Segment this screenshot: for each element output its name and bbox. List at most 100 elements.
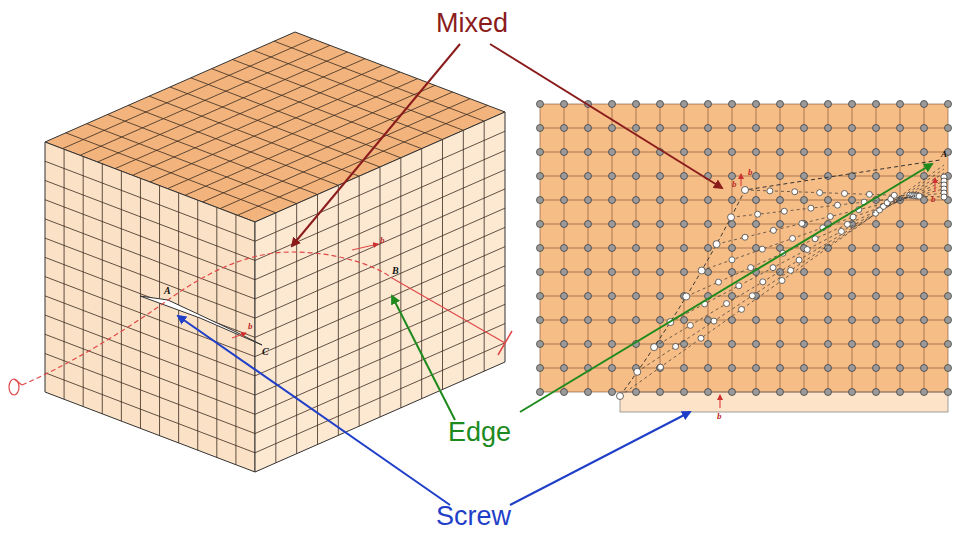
atom [873, 389, 880, 396]
atom [729, 365, 736, 372]
atom [657, 221, 664, 228]
atom [585, 341, 592, 348]
atom [585, 293, 592, 300]
atom [801, 293, 808, 300]
displaced-atom [792, 189, 798, 195]
atom [777, 269, 784, 276]
atom [537, 149, 544, 156]
atom [921, 269, 928, 276]
dislocation-line [702, 185, 944, 271]
atom [657, 197, 664, 204]
atom [753, 389, 760, 396]
atom [609, 197, 616, 204]
atom [729, 269, 736, 276]
atom [561, 269, 568, 276]
dislocation-line [670, 177, 944, 322]
atom [657, 317, 664, 324]
atom [681, 317, 688, 324]
atom [825, 317, 832, 324]
lattice-line [540, 104, 948, 392]
atom [657, 269, 664, 276]
atom [873, 173, 880, 180]
atom [897, 293, 904, 300]
lattice-line [45, 149, 255, 464]
atom [657, 293, 664, 300]
atom [681, 149, 688, 156]
atom [921, 173, 928, 180]
displaced-atom [698, 335, 704, 341]
atom [633, 293, 640, 300]
atom [633, 269, 640, 276]
callout-label: Mixed [436, 10, 508, 37]
atom [537, 125, 544, 132]
atom [609, 317, 616, 324]
atom [897, 365, 904, 372]
atom [705, 245, 712, 252]
atom [705, 317, 712, 324]
atom [609, 365, 616, 372]
atom [849, 365, 856, 372]
point-label: C [262, 347, 269, 357]
displaced-atom [749, 293, 755, 299]
atom [609, 149, 616, 156]
atom [585, 269, 592, 276]
atom [921, 125, 928, 132]
atom [849, 197, 856, 204]
atom [633, 221, 640, 228]
atom [777, 125, 784, 132]
lattice-ground [540, 104, 948, 392]
atom [729, 221, 736, 228]
atom [657, 389, 664, 396]
atom [777, 365, 784, 372]
atom [801, 389, 808, 396]
atom [945, 365, 952, 372]
displaced-atom [759, 246, 765, 252]
atom [801, 125, 808, 132]
atom [921, 341, 928, 348]
atom [921, 293, 928, 300]
point-label: A [941, 150, 947, 159]
dislocation-line [686, 181, 944, 297]
atom [897, 149, 904, 156]
atom [729, 101, 736, 108]
atom [681, 269, 688, 276]
atom [825, 149, 832, 156]
atom [705, 389, 712, 396]
atom [729, 173, 736, 180]
atom [633, 197, 640, 204]
atom [849, 101, 856, 108]
atom [705, 269, 712, 276]
atom [801, 317, 808, 324]
atom [705, 221, 712, 228]
atom [945, 101, 952, 108]
atom [609, 125, 616, 132]
atom [537, 293, 544, 300]
dislocation-line [745, 190, 944, 197]
atom [633, 173, 640, 180]
atom [897, 341, 904, 348]
atom [753, 365, 760, 372]
atom [561, 341, 568, 348]
atom [609, 293, 616, 300]
atom [537, 341, 544, 348]
atom [849, 149, 856, 156]
atom [729, 341, 736, 348]
atom [873, 245, 880, 252]
atom [585, 317, 592, 324]
displaced-atom [790, 235, 796, 241]
atom [849, 245, 856, 252]
atom [873, 125, 880, 132]
atom [753, 125, 760, 132]
displaced-atom [808, 205, 814, 211]
displaced-atom [827, 214, 833, 220]
block-face [45, 142, 255, 472]
lattice-line [255, 121, 505, 463]
atom [561, 221, 568, 228]
displaced-atom [651, 344, 658, 351]
dislocation-line [620, 160, 940, 396]
atom [561, 389, 568, 396]
atom [657, 245, 664, 252]
atom [753, 341, 760, 348]
atom [873, 317, 880, 324]
